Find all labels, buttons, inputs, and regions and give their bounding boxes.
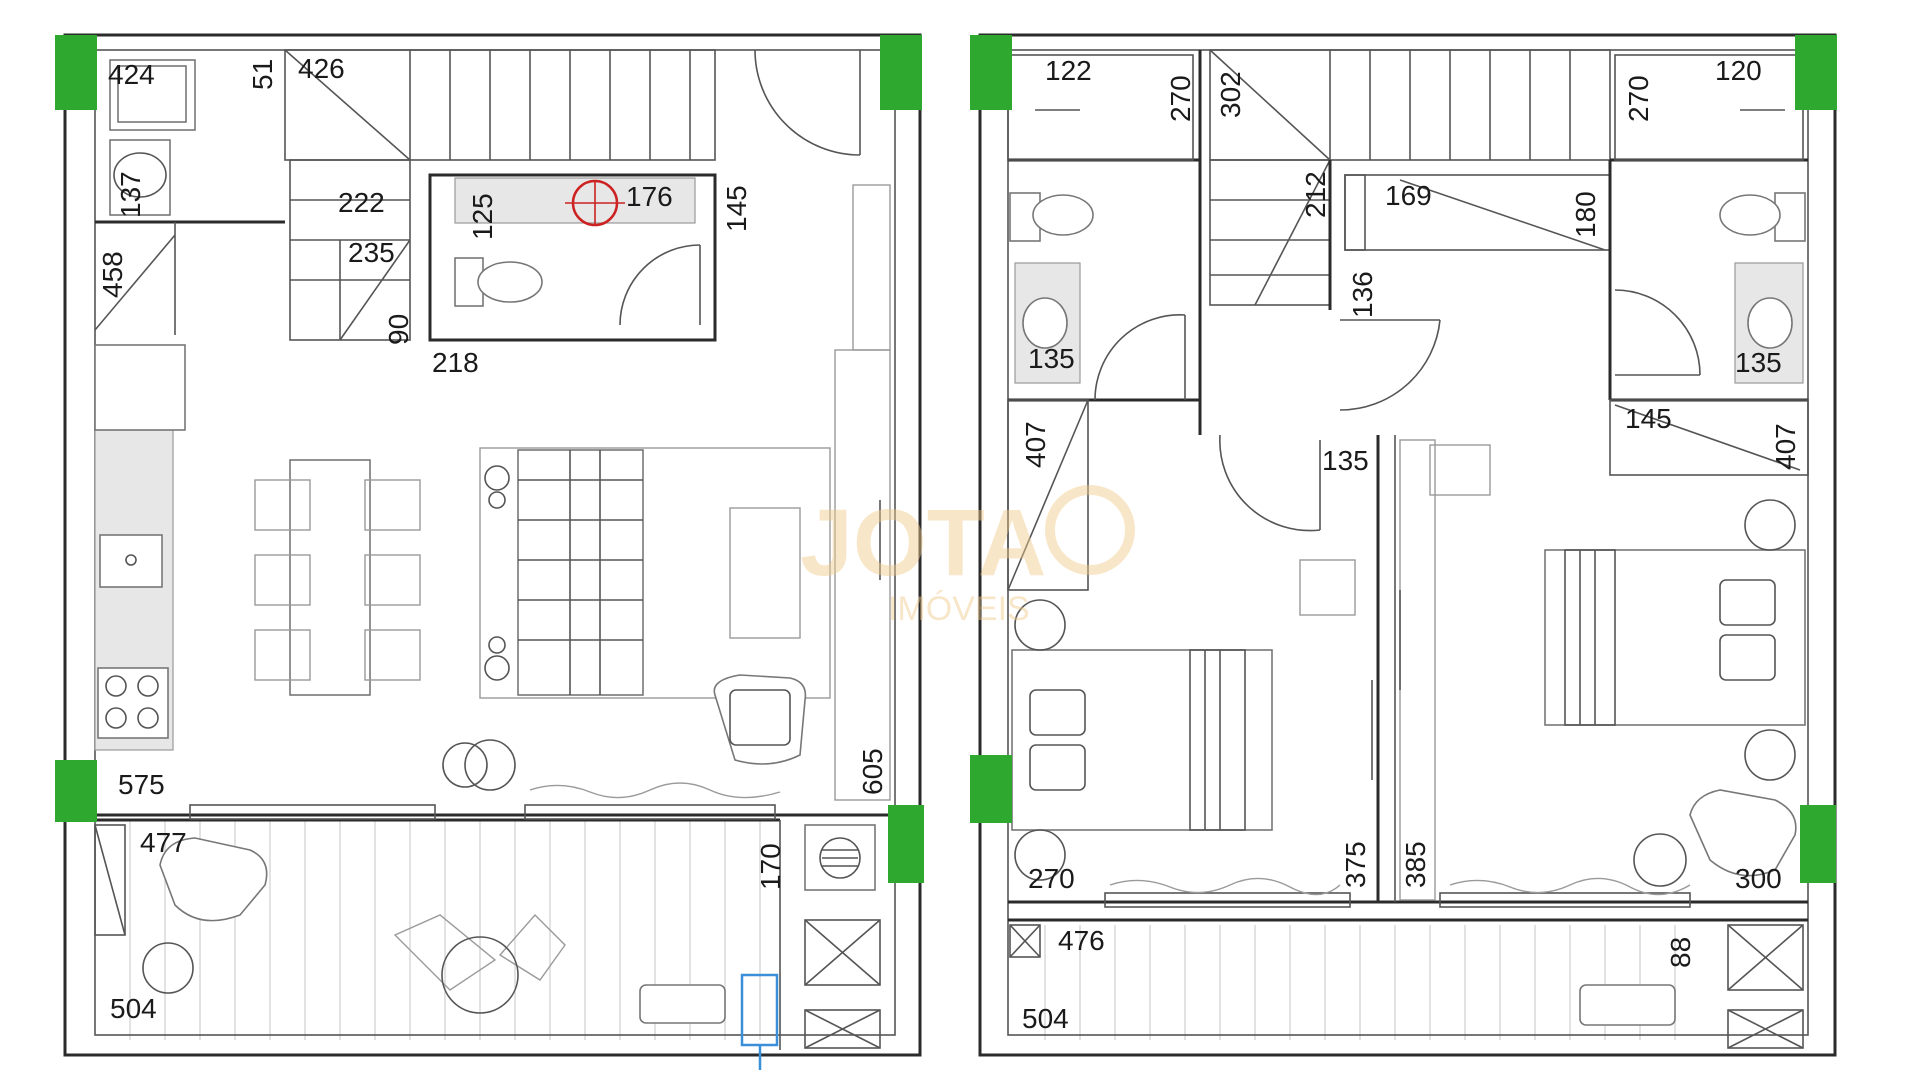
plan-lower-floor: 424 51 426 137 222 235 218 90 125 176 14… [55,33,924,1070]
structural-column [970,35,1012,110]
bathroom-lower [428,173,717,342]
outer-wall [63,33,922,1057]
dim-label: 300 [1735,863,1782,894]
dim-label: 145 [1625,403,1672,434]
dim-label: 407 [1020,421,1051,468]
balcony-deck [1044,925,1676,1040]
dim-label: 385 [1400,841,1431,888]
coffee-table [729,507,801,639]
dim-label: 122 [1045,55,1092,86]
dim-label: 504 [1022,1003,1069,1034]
ottoman [442,742,488,788]
fridge [94,344,186,431]
dim-label: 424 [108,59,155,90]
plan-upper-floor: 122 270 302 270 120 212 169 180 136 135 … [970,33,1837,1057]
dim-label: 605 [857,748,888,795]
ac-unit-icon [804,919,881,986]
structural-column [880,35,922,110]
water-heater-icon [639,984,726,1024]
vanity-counter [454,177,696,224]
dim-label: 180 [1570,191,1601,238]
outer-wall [978,33,1837,1057]
washbasin-icon [1747,297,1793,349]
structural-column [888,805,924,883]
staircase [284,49,716,341]
ac-unit-icon [1727,924,1804,991]
dim-label: 218 [432,347,479,378]
bed-left [1011,559,1356,881]
stool [1299,559,1356,616]
dim-label: 407 [1770,423,1801,470]
desk [1429,444,1491,496]
structural-column [1800,805,1836,883]
dim-label: 458 [97,251,128,298]
dim-label: 270 [1028,863,1075,894]
dim-label: 125 [467,193,498,240]
dim-label: 212 [1300,171,1331,218]
structural-column [1795,35,1837,110]
dim-label: 170 [755,843,786,890]
watermark-brand: JOTA [800,490,1046,596]
washbasin-icon [1022,297,1068,349]
structural-column [55,35,97,110]
door-swing [1339,319,1441,411]
armchair [713,674,807,765]
dim-label: 375 [1340,841,1371,888]
sliding-window [1104,892,1351,908]
dim-label: 222 [338,187,385,218]
dim-label: 90 [383,314,414,345]
bathroom-left [1007,54,1200,402]
dim-label: 120 [1715,55,1762,86]
wardrobe [1609,399,1809,476]
dining-table [254,459,421,696]
dim-label: 302 [1215,71,1246,118]
dim-label: 135 [1322,445,1369,476]
dim-label: 235 [348,237,395,268]
dim-label: 135 [1735,347,1782,378]
dim-label: 575 [118,769,165,800]
watermark-logo: JOTA IMÓVEIS [800,485,1135,628]
dim-label: 270 [1165,75,1196,122]
dim-label: 169 [1385,180,1432,211]
entry-door-swing [754,49,861,156]
side-table [142,942,194,994]
dim-label: 51 [247,59,278,90]
dim-label: 137 [115,171,146,218]
dim-label: 426 [298,53,345,84]
dim-label: 176 [626,181,673,212]
round-table [441,936,519,1014]
dim-label: 477 [140,827,187,858]
staircase [1209,49,1611,306]
structural-column [55,760,97,822]
sofa [479,447,831,699]
kitchen-sink-icon [99,534,163,588]
wardrobe [1007,399,1089,591]
sliding-window [1439,892,1691,908]
armchair [1689,789,1797,877]
water-heater-icon [1579,984,1676,1026]
watermark-sub: IMÓVEIS [888,590,1030,628]
sliding-window [189,804,436,820]
door-swing [1219,434,1321,532]
dim-label: 504 [110,993,157,1024]
sliding-window [524,804,776,820]
dim-label: 88 [1665,937,1696,968]
dim-label: 136 [1347,271,1378,318]
dim-label: 135 [1028,343,1075,374]
dim-label: 145 [721,185,752,232]
dim-label: 476 [1058,925,1105,956]
structural-column [970,755,1012,823]
dim-label: 270 [1623,75,1654,122]
balcony-armchair [159,837,268,922]
side-table [1633,833,1687,887]
bed-right [1429,444,1806,887]
